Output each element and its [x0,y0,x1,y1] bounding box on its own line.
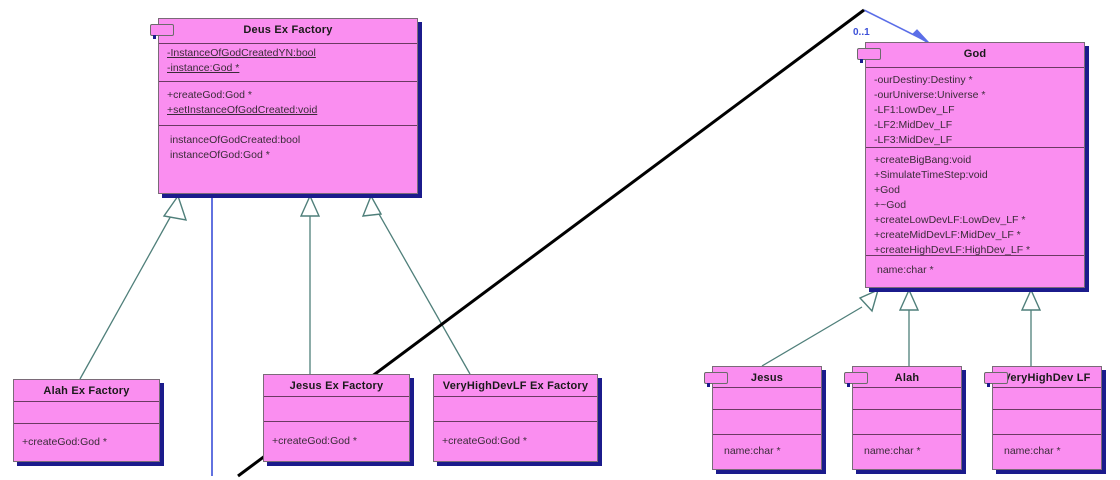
operation-simulatetimestep: +SimulateTimeStep:void [874,169,988,181]
class-name-alah: Alah [894,372,920,384]
operation-creategod: +createGod:God * [167,89,252,101]
operation-createbigbang: +createBigBang:void [874,154,972,166]
class-attributes-compartment: -InstanceOfGodCreatedYN:bool -instance:G… [159,44,417,82]
generalization-jesus-ex-factory-to-deus-ex-factory[interactable] [299,194,321,374]
class-name-deus-ex-factory: Deus Ex Factory [243,24,333,36]
attribute-lf2: -LF2:MidDev_LF [874,119,953,131]
interface-plug-icon [150,24,174,39]
member-instanceofgodcreated: instanceOfGodCreated:bool [170,134,301,146]
class-title-compartment: Deus Ex Factory [159,19,417,44]
class-attributes-compartment [853,388,961,410]
class-box-veryhighdev-lf[interactable]: VeryHighDev LF name:char * [984,366,1102,470]
class-operations-compartment [713,410,821,435]
class-box-veryhighdevlf-ex-factory[interactable]: VeryHighDevLF Ex Factory +createGod:God … [433,374,598,462]
generalization-veryhighdev-lf-to-god[interactable] [1020,288,1042,366]
generalization-veryhighdevlf-ex-factory-to-deus-ex-factory[interactable] [361,194,471,375]
class-title-compartment: God [866,43,1084,68]
class-box-alah-ex-factory[interactable]: Alah Ex Factory +createGod:God * [13,379,160,462]
operation-creategod: +createGod:God * [442,435,527,447]
class-attributes-compartment [713,388,821,410]
attribute-instance: -instance:God * [167,62,240,74]
operation-creategod: +createGod:God * [22,436,107,448]
multiplicity-label-0-1: 0..1 [853,27,870,38]
class-attributes-compartment: -ourDestiny:Destiny * -ourUniverse:Unive… [866,68,1084,148]
generalization-jesus-to-god[interactable] [761,288,880,367]
interface-plug-icon [984,372,1008,387]
class-name-god: God [963,48,987,60]
generalization-alah-ex-factory-to-deus-ex-factory[interactable] [79,194,188,380]
class-title-compartment: VeryHighDev LF [993,367,1101,388]
member-name: name:char * [877,264,934,276]
class-operations-compartment: +createBigBang:void +SimulateTimeStep:vo… [866,148,1084,256]
member-name: name:char * [724,445,781,457]
interface-plug-icon [844,372,868,387]
class-name-alah-ex-factory: Alah Ex Factory [43,385,130,397]
class-extra-compartment: name:char * [993,435,1101,461]
operation-createmiddevlf: +createMidDevLF:MidDev_LF * [874,229,1021,241]
member-instanceofgod: instanceOfGod:God * [170,149,270,161]
class-extra-compartment: instanceOfGodCreated:bool instanceOfGod:… [159,126,417,165]
class-name-jesus-ex-factory: Jesus Ex Factory [289,380,384,392]
attribute-ouruniverse: -ourUniverse:Universe * [874,89,986,101]
class-extra-compartment: name:char * [853,435,961,461]
operation-god-constructor: +God [874,184,900,196]
class-extra-compartment: name:char * [866,256,1084,280]
class-operations-compartment: +createGod:God * +setInstanceOfGodCreate… [159,82,417,126]
member-name: name:char * [1004,445,1061,457]
class-operations-compartment: +createGod:God * [14,424,159,452]
class-attributes-compartment [993,388,1101,410]
class-box-god[interactable]: God -ourDestiny:Destiny * -ourUniverse:U… [857,42,1085,288]
class-name-veryhighdev-lf: VeryHighDev LF [1003,372,1091,384]
operation-createlowdevlf: +createLowDevLF:LowDev_LF * [874,214,1026,226]
interface-plug-icon [704,372,728,387]
attribute-lf1: -LF1:LowDev_LF [874,104,955,116]
class-box-alah[interactable]: Alah name:char * [844,366,962,470]
class-operations-compartment: +createGod:God * [264,422,409,451]
member-name: name:char * [864,445,921,457]
class-box-jesus[interactable]: Jesus name:char * [704,366,822,470]
class-box-jesus-ex-factory[interactable]: Jesus Ex Factory +createGod:God * [263,374,410,462]
class-attributes-compartment [14,402,159,424]
attribute-lf3: -LF3:MidDev_LF [874,134,953,146]
class-extra-compartment: name:char * [713,435,821,461]
operation-setinstanceofgodcreated: +setInstanceOfGodCreated:void [167,104,318,116]
attribute-instanceofgodcreatedyn: -InstanceOfGodCreatedYN:bool [167,47,316,59]
class-title-compartment: VeryHighDevLF Ex Factory [434,375,597,397]
operation-creategod: +createGod:God * [272,435,357,447]
operation-god-destructor: +~God [874,199,907,211]
class-box-deus-ex-factory[interactable]: Deus Ex Factory -InstanceOfGodCreatedYN:… [150,18,418,194]
class-title-compartment: Jesus [713,367,821,388]
class-title-compartment: Jesus Ex Factory [264,375,409,397]
class-operations-compartment [853,410,961,435]
class-operations-compartment: +createGod:God * [434,422,597,451]
class-operations-compartment [993,410,1101,435]
class-title-compartment: Alah [853,367,961,388]
class-attributes-compartment [434,397,597,422]
class-name-veryhighdevlf-ex-factory: VeryHighDevLF Ex Factory [442,380,589,392]
class-attributes-compartment [264,397,409,422]
attribute-ourdestiny: -ourDestiny:Destiny * [874,74,973,86]
generalization-alah-to-god[interactable] [898,288,920,366]
class-name-jesus: Jesus [750,372,784,384]
interface-plug-icon [857,48,881,63]
class-title-compartment: Alah Ex Factory [14,380,159,402]
operation-createhighdevlf: +createHighDevLF:HighDev_LF * [874,244,1031,256]
